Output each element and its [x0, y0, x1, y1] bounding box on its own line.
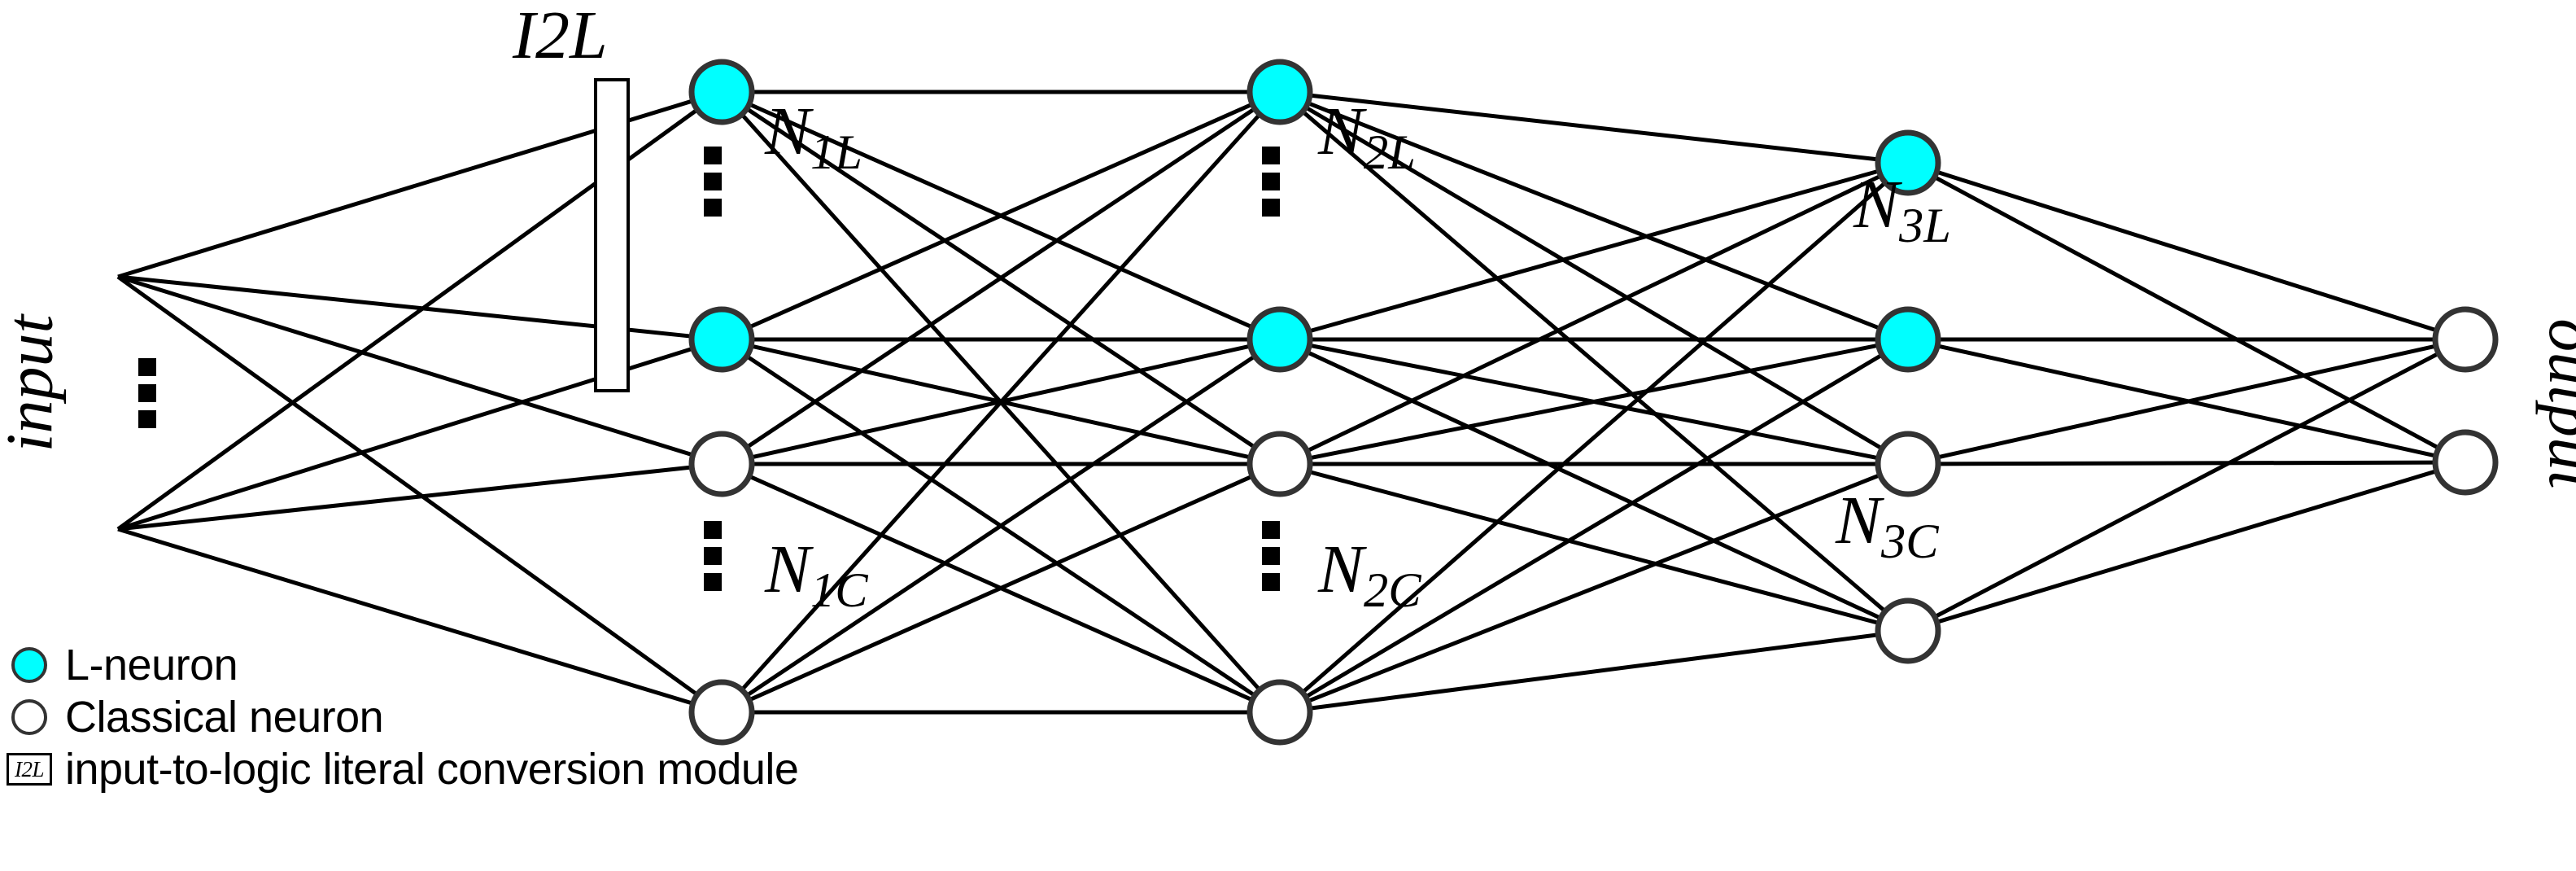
layer-label-base: N: [1318, 532, 1364, 607]
layer-label-base: N: [765, 94, 811, 169]
neuron-h3l1[interactable]: [1875, 129, 1941, 196]
edge-l2n4-to-l3n3: [1307, 473, 1881, 703]
ellipsis-l1-l-dots: [704, 147, 722, 217]
edge-l1n4-to-l2n3: [748, 474, 1254, 702]
legend-item-l-neuron: L-neuron: [7, 640, 918, 690]
neuron-out2[interactable]: [2432, 429, 2499, 496]
legend-item-i2l-module: I2L input-to-logic literal conversion mo…: [7, 744, 918, 794]
edge-input1-to-l1n4: [116, 274, 699, 697]
legend-label-classical-neuron: Classical neuron: [65, 693, 384, 742]
i2l-swatch-text: I2L: [7, 753, 52, 786]
layer-label-n3l: N3L: [1853, 171, 1951, 251]
layer-label-base: N: [1318, 94, 1364, 169]
ellipsis-dot: [704, 199, 722, 217]
neuron-h3c2[interactable]: [1875, 597, 1941, 664]
ellipsis-input-dots: [138, 358, 156, 428]
edge-l2n4-to-l3n1: [1301, 181, 1887, 694]
edge-l3n4-to-out1: [1933, 351, 2440, 619]
edge-input1-to-l1n3: [117, 274, 694, 457]
ellipsis-dot: [704, 521, 722, 539]
neuron-h2c1[interactable]: [1247, 431, 1313, 497]
layer-label-subscript: 1L: [810, 125, 862, 180]
ellipsis-dot: [1262, 147, 1280, 164]
edge-l3n3-to-out2: [1937, 460, 2436, 466]
layer-label-n2c: N2C: [1318, 536, 1421, 615]
output-label: output: [2535, 318, 2576, 489]
layer-label-subscript: 3C: [1881, 514, 1939, 569]
edge-input2-to-l1n4: [117, 527, 694, 706]
l-neuron-swatch-icon: [7, 642, 52, 688]
layer-label-n1l: N1L: [765, 98, 862, 177]
ellipsis-dot: [1262, 173, 1280, 190]
legend-item-classical-neuron: Classical neuron: [7, 692, 918, 742]
ellipsis-dot: [1262, 547, 1280, 565]
i2l-module-group: [594, 78, 630, 392]
ellipsis-l2-l-dots: [1262, 147, 1280, 217]
neuron-h2c2[interactable]: [1247, 679, 1313, 746]
layer-label-n2l: N2L: [1318, 98, 1416, 177]
ellipsis-dot: [1262, 199, 1280, 217]
neuron-h2l2[interactable]: [1247, 306, 1313, 373]
ellipsis-dot: [138, 384, 156, 402]
edge-l2n2-to-l3n1: [1308, 169, 1880, 334]
edge-l3n3-to-out1: [1936, 344, 2437, 460]
ellipsis-l1-c-dots: [704, 521, 722, 591]
ellipsis-dot: [138, 410, 156, 428]
neuron-h3c1[interactable]: [1875, 431, 1941, 497]
edge-l1n4-to-l2n1: [740, 112, 1262, 692]
edge-l1n4-to-l2n2: [745, 354, 1256, 698]
edge-l2n1-to-l3n2: [1307, 101, 1881, 330]
edge-l1n3-to-l2n1: [745, 107, 1256, 449]
ellipsis-dot: [138, 358, 156, 376]
edge-l2n4-to-l3n2: [1304, 352, 1884, 699]
edge-l2n1-to-l3n4: [1301, 110, 1887, 613]
edge-l2n2-to-l3n4: [1306, 350, 1882, 620]
neuron-out1[interactable]: [2432, 306, 2499, 373]
input-label: input: [0, 314, 67, 453]
layer-label-subscript: 1C: [810, 562, 868, 618]
edge-input2-to-l1n3: [117, 465, 692, 532]
neuron-h3l2[interactable]: [1875, 306, 1941, 373]
edge-l3n1-to-out2: [1933, 175, 2440, 450]
layer-label-base: N: [1853, 167, 1900, 243]
edge-l2n1-to-l3n3: [1304, 105, 1884, 451]
edge-l3n4-to-out2: [1936, 469, 2438, 624]
edge-l3n1-to-out1: [1936, 169, 2438, 333]
ellipsis-dot: [704, 147, 722, 164]
layer-label-n1c: N1C: [765, 536, 868, 615]
legend: L-neuron Classical neuron I2L input-to-l…: [7, 640, 918, 796]
neuron-h1l2[interactable]: [688, 306, 755, 373]
ellipsis-dot: [704, 547, 722, 565]
ellipsis-l2-c-dots: [1262, 521, 1280, 591]
neuron-h2l1[interactable]: [1247, 59, 1313, 125]
edge-l2n3-to-l3n4: [1308, 470, 1880, 625]
edge-l2n3-to-l3n1: [1306, 173, 1882, 453]
ellipsis-dot: [1262, 573, 1280, 591]
layer-label-n3c: N3C: [1836, 487, 1939, 567]
edge-l1n2-to-l2n1: [748, 102, 1254, 330]
i2l-module-label: I2L: [513, 0, 608, 73]
neuron-group: [688, 59, 2499, 746]
layer-label-base: N: [1836, 483, 1882, 558]
neuron-h1c1[interactable]: [688, 431, 755, 497]
ellipsis-dot: [704, 573, 722, 591]
layer-label-subscript: 2C: [1364, 562, 1421, 618]
edge-group: [116, 90, 2440, 715]
neuron-h1l1[interactable]: [688, 59, 755, 125]
edge-l2n4-to-l3n4: [1309, 632, 1879, 711]
classical-neuron-swatch-icon: [7, 694, 52, 740]
layer-label-subscript: 3L: [1899, 198, 1951, 253]
legend-label-i2l-module: input-to-logic literal conversion module: [65, 745, 799, 794]
legend-label-l-neuron: L-neuron: [65, 641, 238, 689]
i2l-box-swatch-icon: I2L: [7, 746, 52, 792]
edge-l2n1-to-l3n1: [1309, 93, 1879, 162]
edge-l2n3-to-l3n2: [1308, 343, 1880, 461]
neuron-h1c2[interactable]: [688, 679, 755, 746]
layer-label-subscript: 2L: [1364, 125, 1416, 180]
i2l-module-box[interactable]: [594, 78, 630, 392]
ellipsis-dot: [1262, 521, 1280, 539]
layer-label-base: N: [765, 532, 811, 607]
ellipsis-dot: [704, 173, 722, 190]
